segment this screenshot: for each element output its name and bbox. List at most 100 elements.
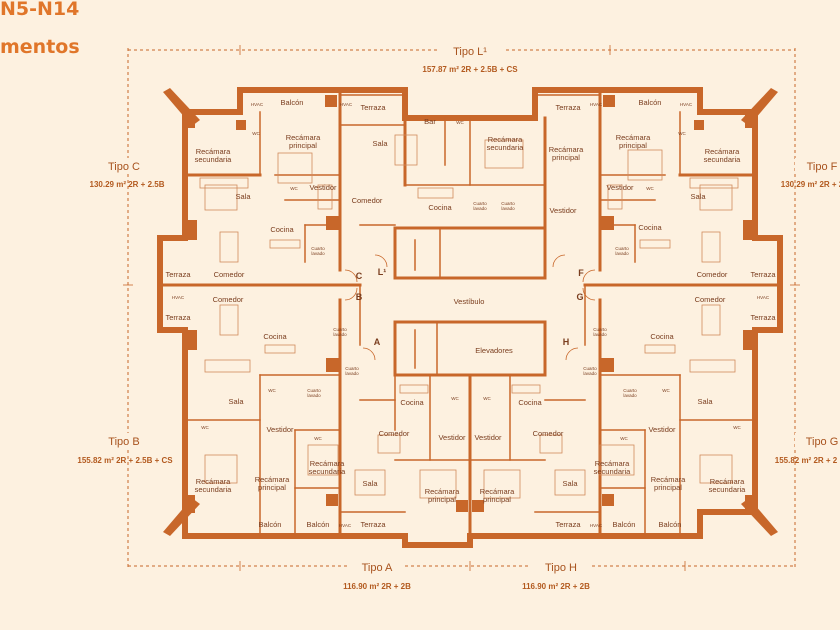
door-swings	[344, 254, 596, 361]
room-vestibulo: Vestíbulo	[454, 297, 485, 306]
room-vestidor-g: Vestidor	[648, 425, 676, 434]
unit-l1-info: 157.87 m² 2R + 2.5B + CS	[422, 65, 518, 74]
room-cocina-g: Cocina	[650, 332, 674, 341]
room-vestidor-b: Vestidor	[266, 425, 294, 434]
room-recamara-a-sub: principal	[428, 495, 456, 504]
room-lavado-h: lavado	[583, 371, 597, 376]
room-hvac-b: HVAC	[172, 295, 185, 300]
room-sala-b: Sala	[228, 397, 244, 406]
header-subtitle: mentos	[0, 36, 80, 58]
room-cuarto-l1: Cuarto	[473, 201, 487, 206]
room-wc-b2: WC	[201, 425, 209, 430]
unit-type-labels: Tipo L¹ 157.87 m² 2R + 2.5B + CS Tipo C …	[77, 42, 840, 591]
room-recamara-b2: Recámara	[196, 477, 231, 486]
room-hvac-g: HVAC	[757, 295, 770, 300]
room-terraza-n2: Terraza	[555, 103, 581, 112]
room-vestidor-f: Vestidor	[606, 183, 634, 192]
room-wc-c1: WC	[252, 131, 260, 136]
room-terraza-b: Terraza	[165, 313, 191, 322]
room-hvac-n2: HVAC	[590, 102, 603, 107]
room-sala-c: Sala	[235, 192, 251, 201]
room-cocina-a: Cocina	[400, 398, 424, 407]
unit-g-name: Tipo G	[806, 436, 839, 448]
room-terraza-f: Terraza	[750, 270, 776, 279]
building-core	[359, 226, 586, 377]
room-recamara-c: Recámara	[196, 147, 231, 156]
room-recamara-b3: Recámara	[255, 475, 290, 484]
room-cocina-h: Cocina	[518, 398, 542, 407]
room-lavado-l1b: lavado	[501, 206, 515, 211]
furniture	[199, 134, 739, 499]
room-terraza-a: Terraza	[360, 520, 386, 529]
room-cuarto-l1b: Cuarto	[501, 201, 515, 206]
room-hvac-a: HVAC	[339, 523, 352, 528]
letter-l1: L¹	[378, 267, 387, 277]
room-cuarto-b2: Cuarto	[307, 388, 321, 393]
room-balcon-sw: Balcón	[259, 520, 282, 529]
room-comedor-g: Comedor	[695, 295, 726, 304]
room-cuarto-f: Cuarto	[615, 246, 629, 251]
unit-l1-name: Tipo L¹	[453, 46, 487, 58]
room-recamara-g2-sub: principal	[654, 483, 682, 492]
room-sala-l1: Sala	[372, 139, 388, 148]
room-cocina-b: Cocina	[263, 332, 287, 341]
interior-walls	[158, 88, 782, 538]
room-lavado-f: lavado	[615, 251, 629, 256]
unit-f-name: Tipo F	[807, 161, 838, 173]
room-wc-g3: WC	[733, 425, 741, 430]
letter-g: G	[576, 292, 583, 302]
room-cuarto-c: Cuarto	[311, 246, 325, 251]
room-vestidor-l1: Vestidor	[549, 206, 577, 215]
letter-a: A	[374, 337, 381, 347]
room-recamara-a: Recámara	[425, 487, 460, 496]
room-wc-l1: WC	[456, 120, 464, 125]
unit-c-name: Tipo C	[108, 161, 140, 173]
room-cuarto-a: Cuarto	[345, 366, 359, 371]
unit-f-info: 130.29 m² 2R + 2	[781, 180, 840, 189]
unit-a-name: Tipo A	[362, 562, 393, 574]
dimension-lines	[123, 45, 800, 571]
room-labels: Balcón HVAC Terraza HVAC Bar Terraza HVA…	[165, 98, 776, 529]
room-cocina-l1: Cocina	[428, 203, 452, 212]
room-comedor-c: Comedor	[214, 270, 245, 279]
room-hvac-ne: HVAC	[680, 102, 693, 107]
room-recamara-g2: Recámara	[651, 475, 686, 484]
letter-c: C	[356, 271, 363, 281]
room-terraza-g: Terraza	[750, 313, 776, 322]
room-wc-c2: WC	[290, 186, 298, 191]
room-cuarto-g: Cuarto	[593, 327, 607, 332]
room-recamara-f1: Recámara	[616, 133, 651, 142]
room-elevadores: Elevadores	[475, 346, 513, 355]
room-wc-h: WC	[483, 396, 491, 401]
room-recamara-l1a-sub: secundaria	[487, 143, 525, 152]
room-cuarto-h: Cuarto	[583, 366, 597, 371]
room-vestidor-c: Vestidor	[309, 183, 337, 192]
unit-b-info: 155.82 m² 2R + 2.5B + CS	[77, 456, 173, 465]
unit-c-info: 130.29 m² 2R + 2.5B	[90, 180, 165, 189]
room-balcon-a: Balcón	[307, 520, 330, 529]
room-lavado-b2: lavado	[307, 393, 321, 398]
room-recamara-c-sub: secundaria	[195, 155, 233, 164]
room-lavado-b: lavado	[333, 332, 347, 337]
room-wc-b3: WC	[314, 436, 322, 441]
room-terraza-n1: Terraza	[360, 103, 386, 112]
room-lavado-g: lavado	[593, 332, 607, 337]
room-comedor-l1: Comedor	[352, 196, 383, 205]
room-terraza-c: Terraza	[165, 270, 191, 279]
room-lavado-l1: lavado	[473, 206, 487, 211]
room-cocina-c: Cocina	[270, 225, 294, 234]
room-recamara-f2-sub: secundaria	[704, 155, 742, 164]
unit-h-name: Tipo H	[545, 562, 577, 574]
room-vestidor-h: Vestidor	[474, 433, 502, 442]
room-recamara-f1-sub: principal	[619, 141, 647, 150]
room-recamara-g1: Recámara	[595, 459, 630, 468]
unit-h-info: 116.90 m² 2R + 2B	[522, 582, 590, 591]
room-lavado-a: lavado	[345, 371, 359, 376]
unit-g-info: 155.82 m² 2R + 2	[775, 456, 838, 465]
room-sala-h: Sala	[562, 479, 578, 488]
room-wc-g1: WC	[662, 388, 670, 393]
room-wc-g2: WC	[620, 436, 628, 441]
room-cuarto-b: Cuarto	[333, 327, 347, 332]
